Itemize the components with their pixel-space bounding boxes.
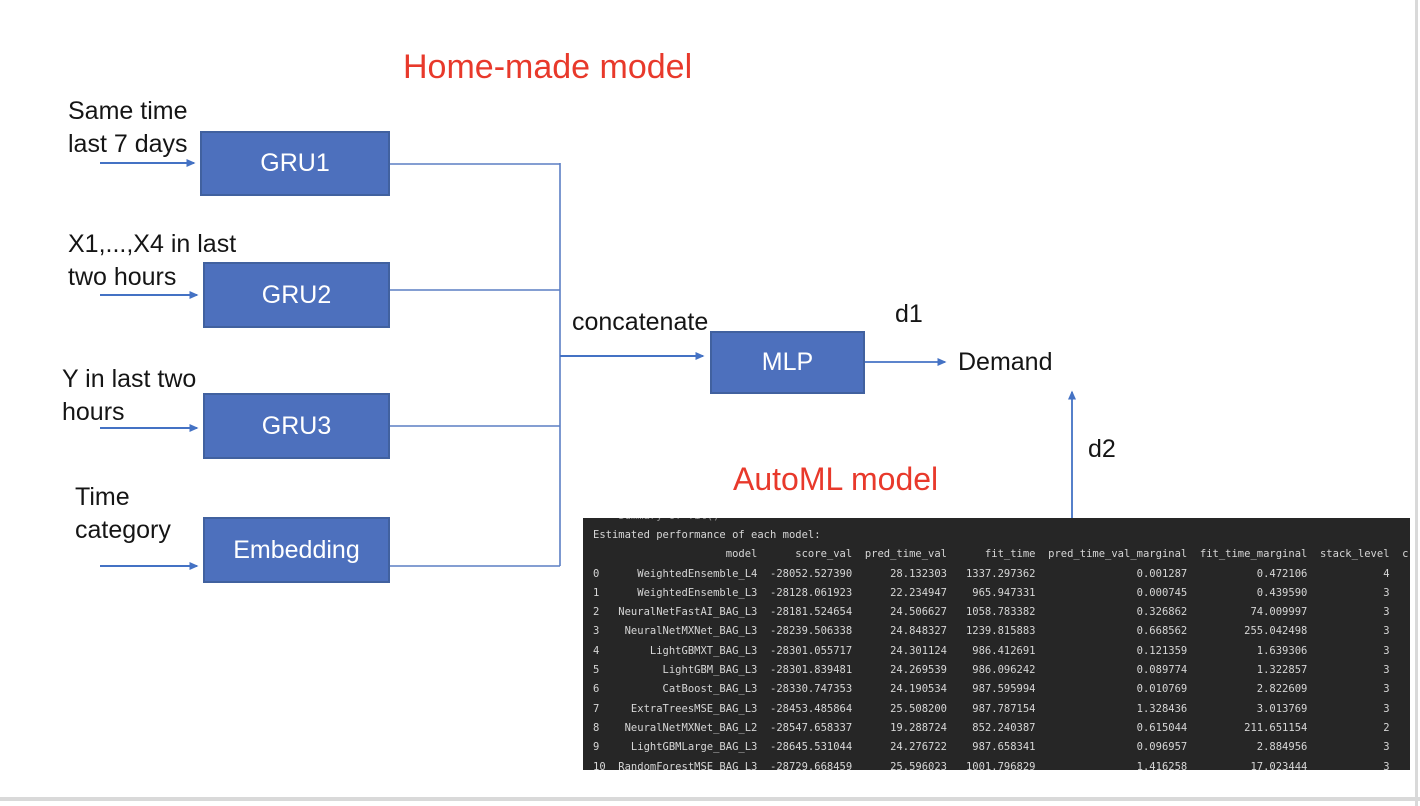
node-mlp-label: MLP: [761, 348, 814, 376]
terminal-table: Estimated performance of each model: mod…: [593, 529, 1409, 770]
node-gru1-label: GRU1: [260, 149, 330, 177]
edge-label-d1: d1: [895, 300, 923, 328]
node-gru2: GRU2: [203, 262, 390, 328]
input-label-y-last-two: Y in last two hours: [62, 365, 197, 426]
input-label-x1-x4: X1,...,X4 in last two hours: [68, 230, 237, 291]
frame-edge-right: [1415, 0, 1418, 806]
node-gru1: GRU1: [200, 131, 390, 196]
node-gru3-label: GRU3: [261, 411, 332, 440]
input-label-time-category: Time category: [75, 483, 171, 544]
node-gru3: GRU3: [203, 393, 390, 459]
terminal-clipped-line: *** Summary of fit() ***: [593, 518, 1410, 526]
automl-model-title: AutoML model: [733, 461, 939, 497]
node-embedding: Embedding: [203, 517, 390, 583]
homemade-model-title: Home-made model: [403, 48, 693, 86]
automl-terminal-output: *** Summary of fit() *** Estimated perfo…: [583, 518, 1410, 770]
edge-label-d2: d2: [1088, 435, 1116, 463]
node-mlp: MLP: [710, 331, 865, 394]
node-embedding-label: Embedding: [233, 535, 360, 564]
frame-edge-bottom: [0, 797, 1420, 801]
input-label-same-time: Same time last 7 days: [68, 97, 188, 158]
edge-label-concatenate: concatenate: [572, 308, 709, 336]
output-label-demand: Demand: [958, 348, 1053, 376]
node-gru2-label: GRU2: [261, 280, 332, 309]
